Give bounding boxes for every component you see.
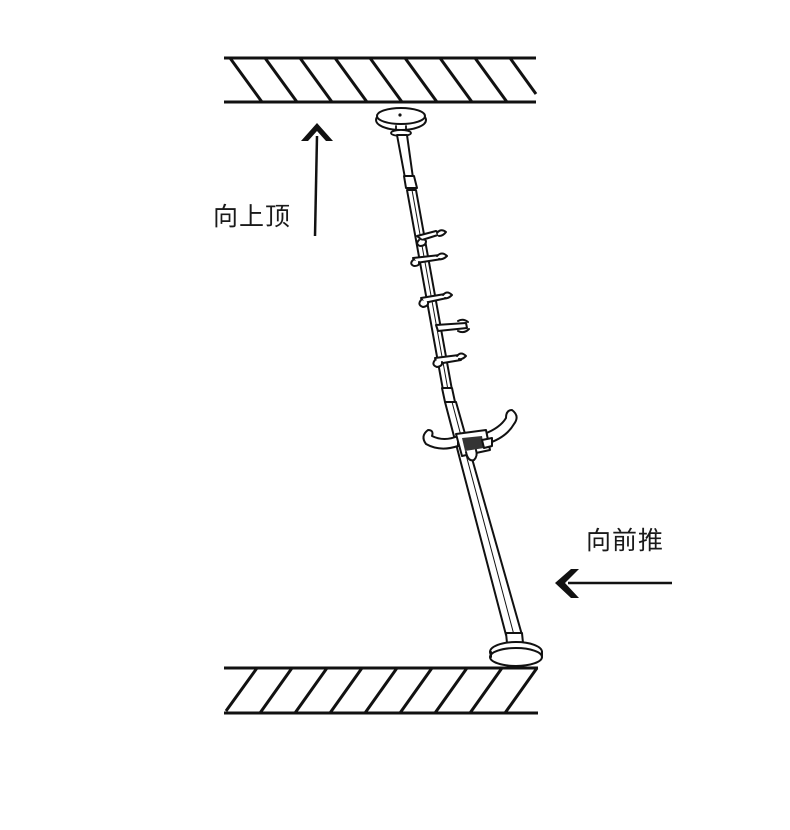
up-arrow-icon: [301, 123, 333, 237]
upper-collar: [403, 175, 418, 189]
floor-hatch: [224, 666, 539, 715]
hook-5: [432, 352, 467, 368]
bottom-cap: [489, 632, 543, 667]
lower-collar: [441, 387, 456, 403]
hook-1: [416, 229, 447, 247]
top-cap: [375, 107, 427, 137]
telescopic-pole: [375, 107, 543, 667]
hook-4: [435, 318, 470, 334]
push-up-label: 向上顶: [213, 202, 292, 231]
hanger-bracket: [422, 409, 518, 462]
upper-tube: [396, 134, 414, 179]
ceiling-hatch: [224, 56, 538, 104]
left-arrow-icon: [555, 569, 672, 598]
hook-3: [418, 291, 453, 308]
hook-2: [410, 252, 448, 267]
push-forward-label: 向前推: [586, 526, 665, 555]
